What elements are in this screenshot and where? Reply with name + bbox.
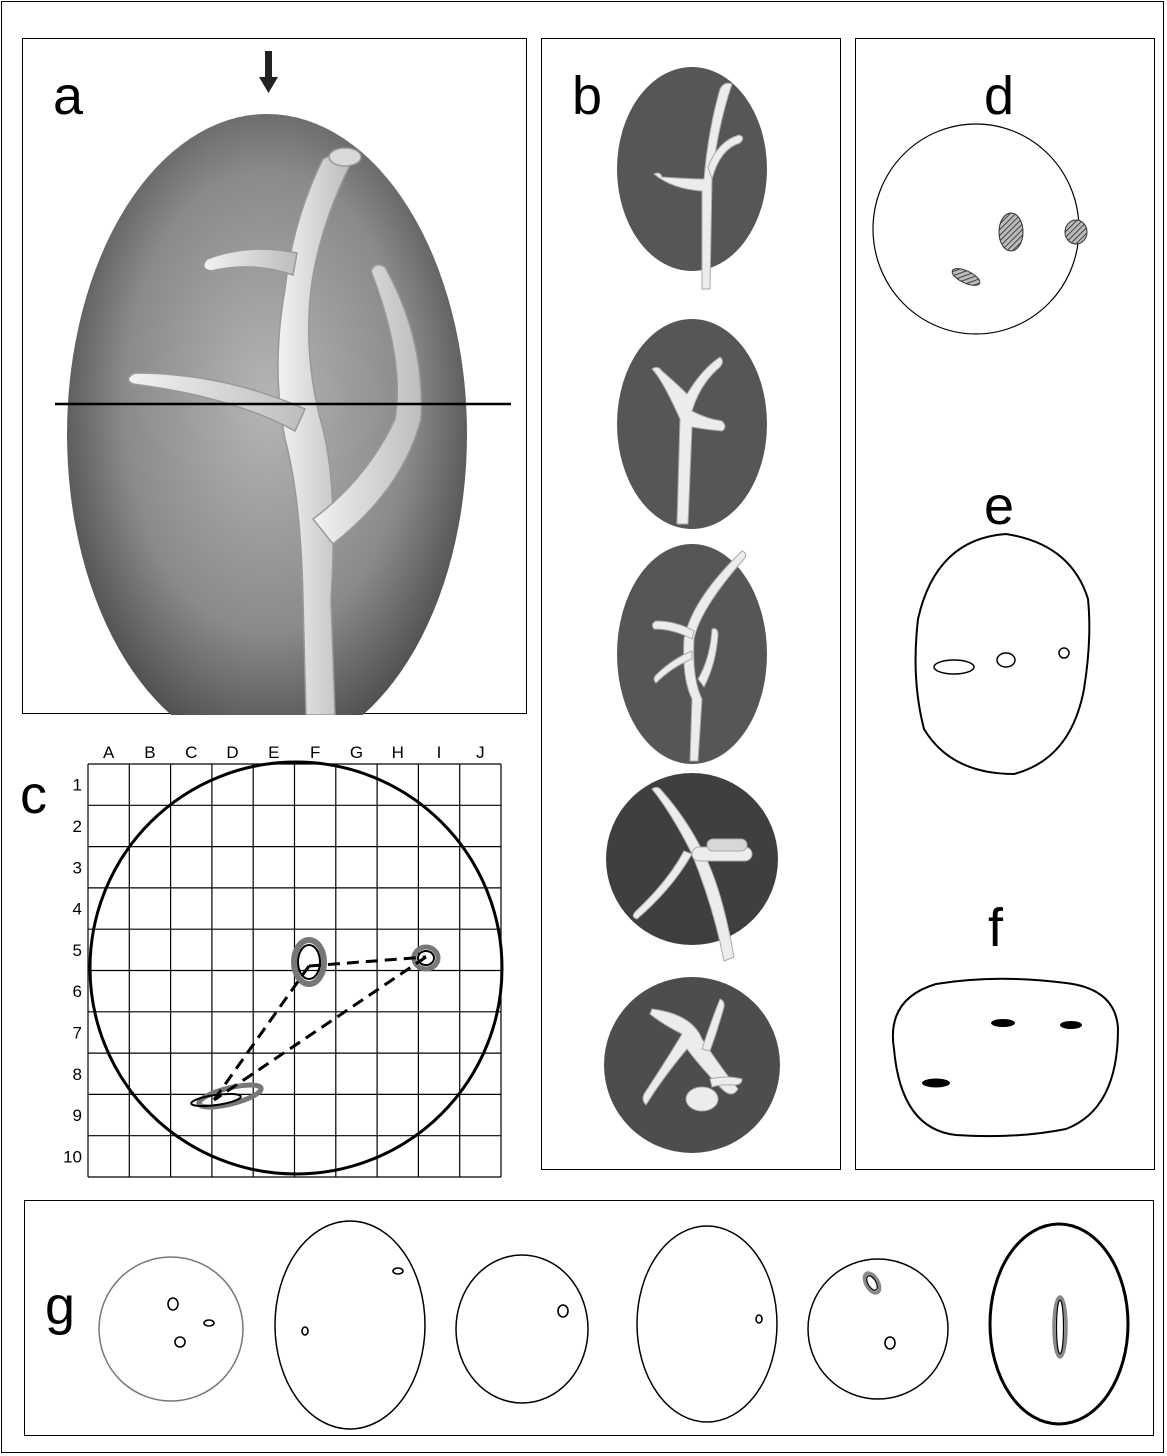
disc-1 (617, 67, 767, 290)
section-g5 (807, 1258, 949, 1400)
grid-row-label: 7 (73, 1023, 82, 1042)
section-g4 (636, 1225, 778, 1423)
panel-c-label: c (20, 765, 47, 825)
disc-5 (604, 977, 780, 1153)
grid-column-label: B (144, 743, 155, 762)
panel-g: g (24, 1200, 1154, 1436)
section-d (872, 123, 1088, 335)
disc-3 (617, 544, 767, 764)
panel-d-label: d (984, 66, 1015, 126)
panel-b-illustration (604, 67, 780, 1153)
disc-4 (606, 773, 778, 962)
panel-a: a (22, 38, 527, 715)
section-g3 (455, 1254, 589, 1404)
grid-column-label: A (103, 743, 115, 762)
grid-column-label: C (185, 743, 197, 762)
connection-lines (212, 955, 427, 1102)
grid-row-label: 10 (63, 1147, 82, 1166)
grid-column-label: D (226, 743, 238, 762)
grid-row-label: 9 (73, 1106, 82, 1125)
section-g6 (988, 1222, 1130, 1426)
panel-b: b (541, 38, 841, 1170)
panel-f-label: f (988, 898, 1004, 958)
down-arrow-icon (259, 51, 278, 93)
section-e (914, 532, 1091, 776)
grid-row-label: 2 (73, 817, 82, 836)
grid-column-label: I (437, 743, 442, 762)
panel-def: d e f (855, 38, 1155, 1170)
panel-g-label: g (45, 1276, 76, 1336)
section-g1 (98, 1256, 244, 1402)
panel-b-label: b (572, 66, 603, 126)
panel-a-illustration (55, 51, 511, 715)
disc-2 (617, 319, 767, 529)
grid-row-label: 3 (73, 858, 82, 877)
grid-row-label: 8 (73, 1065, 82, 1084)
grid-column-label: E (268, 743, 279, 762)
grid-column-label: F (310, 743, 320, 762)
grid-column-label: H (392, 743, 404, 762)
panel-def-illustration (872, 123, 1120, 1138)
panel-g-illustration (98, 1220, 1130, 1430)
tubule-profile-f5 (291, 937, 327, 987)
grid-row-label: 6 (73, 982, 82, 1001)
tubule-profile-c9 (190, 1082, 264, 1110)
grid-row-label: 5 (73, 941, 82, 960)
panel-c: c A B C D E F G H I J 1 2 3 4 5 6 7 8 9 10 (20, 732, 520, 1182)
panel-a-label: a (53, 66, 84, 126)
grid-row-label: 4 (73, 900, 82, 919)
panel-e-label: e (984, 476, 1015, 536)
grid-column-label: J (476, 743, 485, 762)
grid-row-label: 1 (73, 776, 82, 795)
section-f (891, 977, 1120, 1138)
section-g2 (274, 1220, 426, 1430)
grid-column-label: G (350, 743, 363, 762)
section-circle (88, 760, 504, 1176)
grid-diagram: A B C D E F G H I J 1 2 3 4 5 6 7 8 9 10 (63, 743, 504, 1178)
